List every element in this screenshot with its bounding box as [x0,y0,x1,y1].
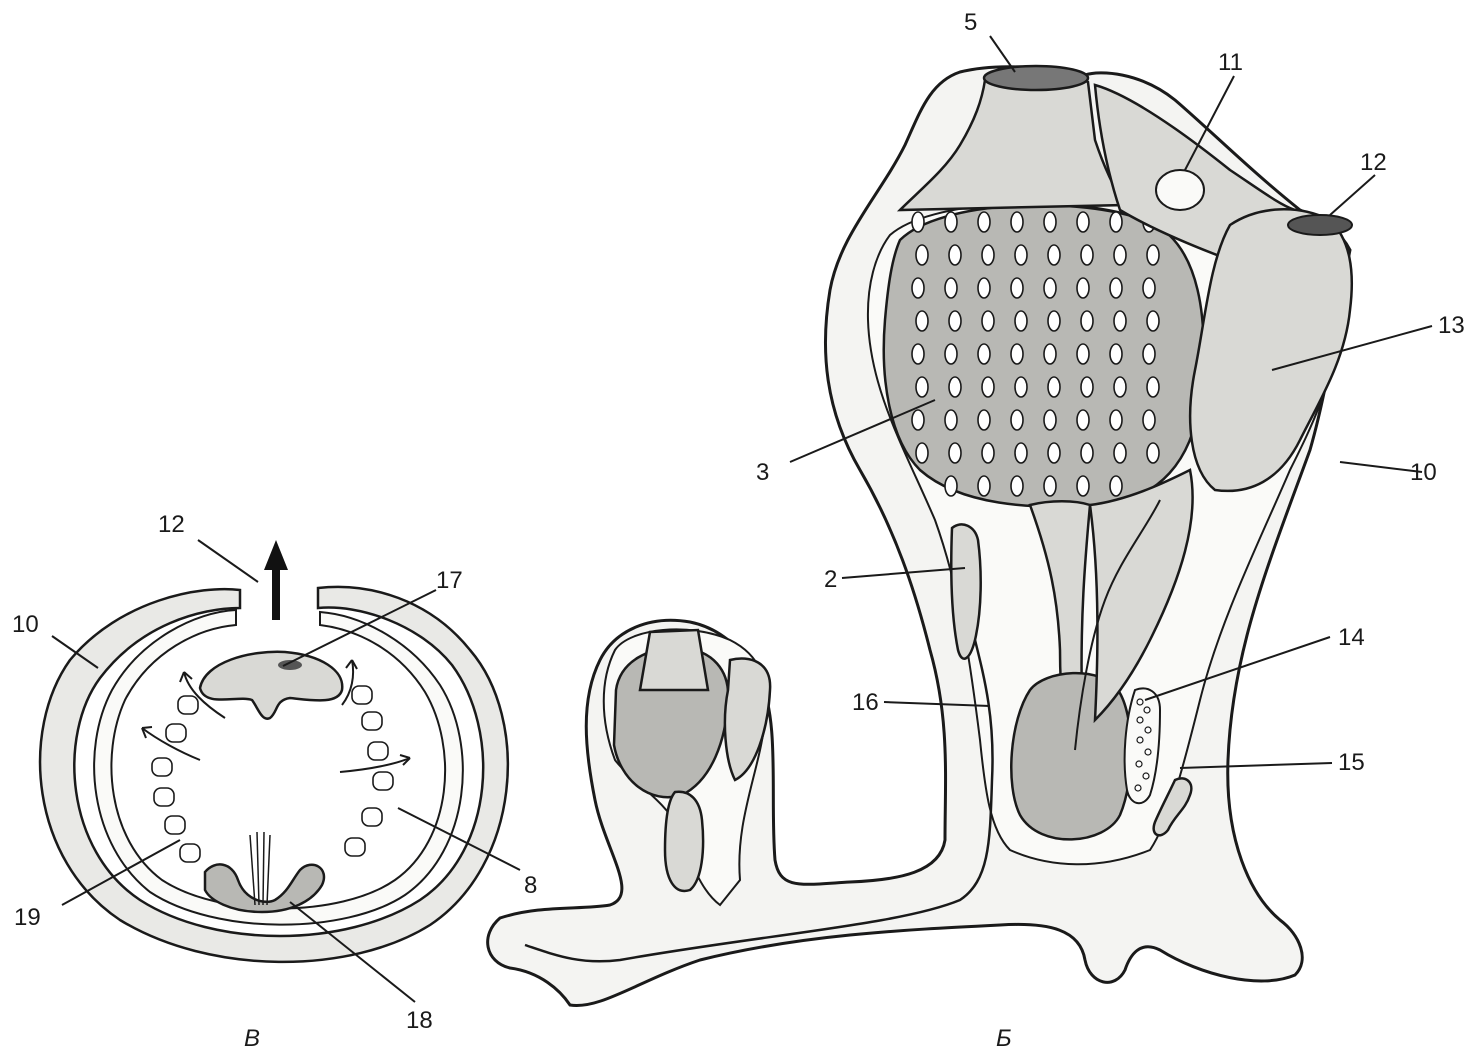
stigma [1048,377,1060,397]
label-8: 8 [524,872,537,899]
stigma [1044,476,1056,496]
stigma [1110,278,1122,298]
endostyle-cilia [250,832,270,905]
stigma [1081,443,1093,463]
stigma [916,443,928,463]
endostyle [205,864,324,912]
stigma [978,410,990,430]
stigma [1147,311,1159,331]
stigma [1081,245,1093,265]
stigma [912,410,924,430]
stigma [916,377,928,397]
stigma [1081,377,1093,397]
stigma [1077,476,1089,496]
stigma [949,377,961,397]
oral-opening [984,66,1088,90]
stigma [1015,377,1027,397]
label-3: 3 [756,459,769,486]
caption-b: Б [996,1025,1012,1052]
cross-section-panel: 12 17 10 8 19 18 В [12,511,537,1052]
label-14: 14 [1338,624,1365,651]
stigma [916,311,928,331]
stigma [1110,410,1122,430]
label-15: 15 [1338,749,1365,776]
stigma [982,377,994,397]
stigma [1143,410,1155,430]
stigma [978,278,990,298]
atrial-opening [1288,215,1352,235]
colony-panel: 5 11 12 13 3 10 2 14 16 15 Б [488,9,1465,1052]
stigma [1114,377,1126,397]
label-12-colony: 12 [1360,149,1387,176]
label-19: 19 [14,904,41,931]
label-12-cross: 12 [158,511,185,538]
stigma [982,311,994,331]
stigma [1044,410,1056,430]
stigma [1077,278,1089,298]
stigma [1110,476,1122,496]
stigma [1114,245,1126,265]
stigma [1048,311,1060,331]
stigma [912,212,924,232]
stigma [1143,344,1155,364]
stigma [1011,212,1023,232]
stigma [1110,344,1122,364]
stigma [978,344,990,364]
epicardium [951,524,980,658]
label-10-cross: 10 [12,611,39,638]
caption-v: В [244,1025,260,1052]
stigma [1044,212,1056,232]
stigma [1081,311,1093,331]
label-11: 11 [1218,49,1243,76]
label-2: 2 [824,566,837,593]
stigma [1147,443,1159,463]
stigma [1048,245,1060,265]
dorsal-lamina [200,652,342,719]
stigma [982,245,994,265]
stigma [912,278,924,298]
stigma [1110,212,1122,232]
stigma [1147,377,1159,397]
stigma [1011,476,1023,496]
stigma [945,212,957,232]
stigma [945,410,957,430]
stigma [1044,278,1056,298]
exhalant-arrow [264,540,288,620]
stigma [1048,443,1060,463]
label-18: 18 [406,1007,433,1034]
stigma [945,344,957,364]
stigma [982,443,994,463]
stigma [978,212,990,232]
stigma [1015,443,1027,463]
stigma [949,245,961,265]
stigma [1143,278,1155,298]
label-10-colony: 10 [1410,459,1437,486]
stigma [1011,344,1023,364]
stigma [945,278,957,298]
stigma [1077,410,1089,430]
stigma [945,476,957,496]
stigma [1147,245,1159,265]
stigma [912,344,924,364]
stigma [1044,344,1056,364]
label-13: 13 [1438,312,1465,339]
stigma [1011,278,1023,298]
ganglion [1156,170,1204,210]
stigma [1011,410,1023,430]
stigma [1077,344,1089,364]
stigma [949,443,961,463]
gill-slits-left [152,696,200,862]
stigma [949,311,961,331]
stigma [1114,311,1126,331]
stigma [1114,443,1126,463]
stigma [916,245,928,265]
label-17: 17 [436,567,463,594]
label-16: 16 [852,689,879,716]
stigma [1077,212,1089,232]
stigma [1015,245,1027,265]
label-5: 5 [964,9,977,36]
stigma [1015,311,1027,331]
stigma [978,476,990,496]
